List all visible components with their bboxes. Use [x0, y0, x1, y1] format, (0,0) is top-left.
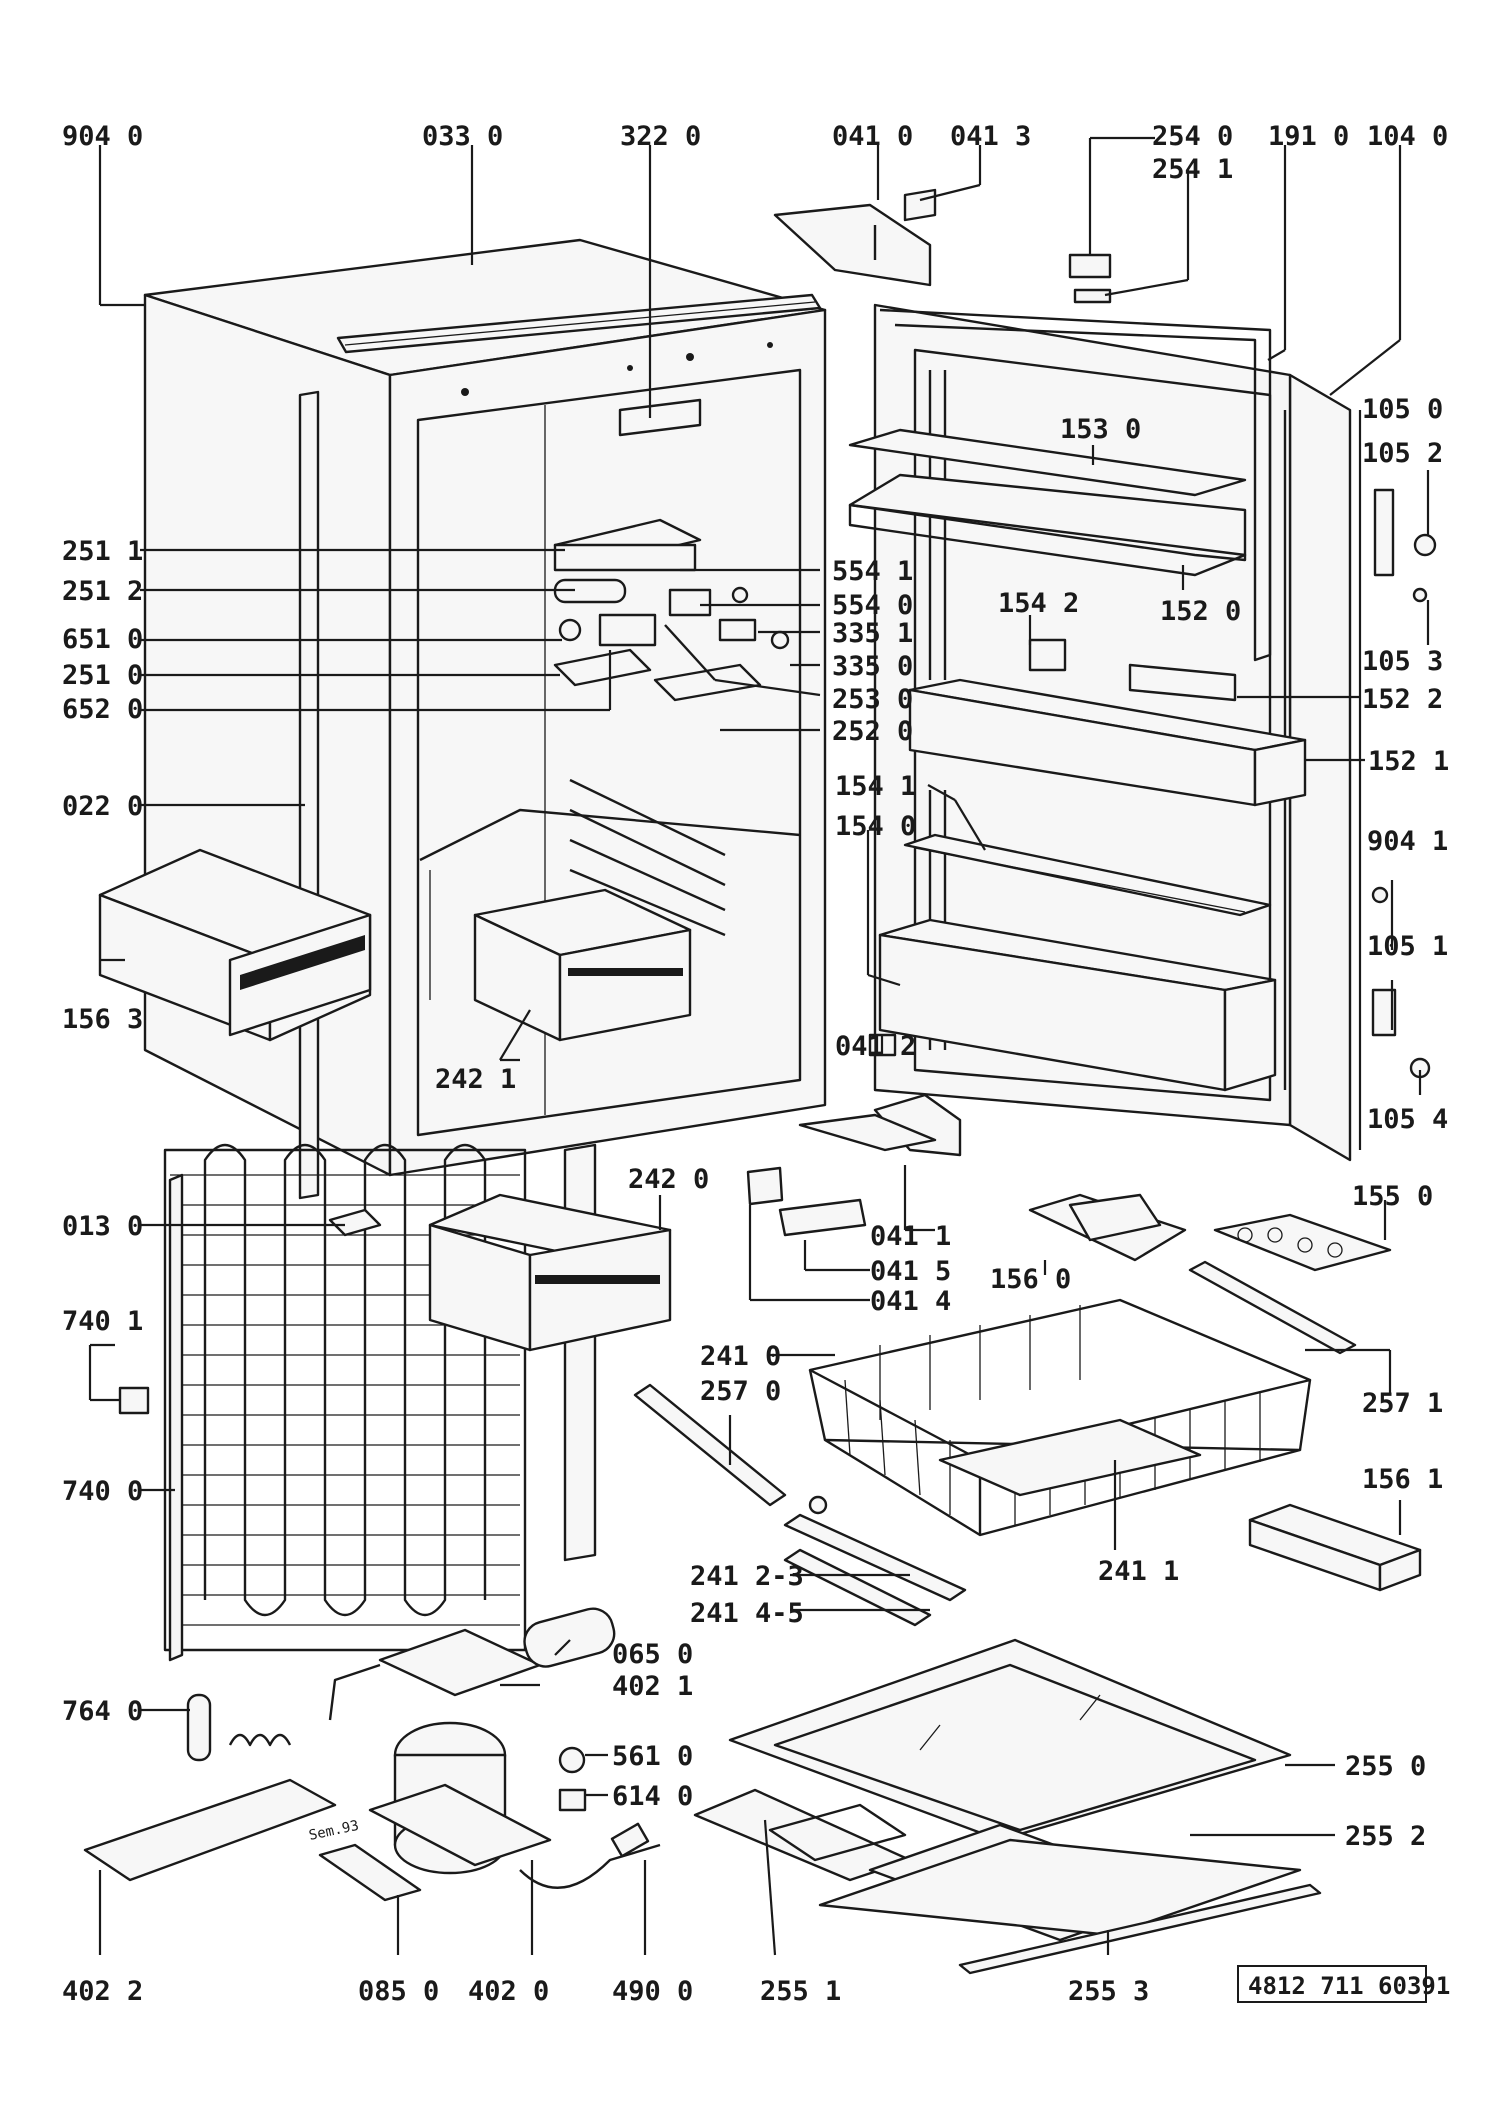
- callout-154-1: 154 1: [835, 771, 916, 802]
- callout-152-1: 152 1: [1368, 746, 1449, 777]
- callout-154-2: 154 2: [998, 588, 1079, 619]
- callout-241-1: 241 1: [1098, 1556, 1179, 1587]
- callout-152-2: 152 2: [1362, 684, 1443, 715]
- callout-257-0: 257 0: [700, 1376, 781, 1407]
- callout-105-2: 105 2: [1362, 438, 1443, 469]
- callout-155-0: 155 0: [1352, 1181, 1433, 1212]
- callout-065-0: 065 0: [612, 1639, 693, 1670]
- cabinet-body: [143, 238, 827, 1200]
- callout-041-3: 041 3: [950, 121, 1031, 152]
- compressor-assembly: Sem.93: [83, 1607, 661, 1902]
- callout-242-0: 242 0: [628, 1164, 709, 1195]
- callout-252-0: 252 0: [832, 716, 913, 747]
- callout-156-3: 156 3: [62, 1004, 143, 1035]
- callout-152-0: 152 0: [1160, 596, 1241, 627]
- callout-561-0: 561 0: [612, 1741, 693, 1772]
- callout-554-1: 554 1: [832, 556, 913, 587]
- callout-764-0: 764 0: [62, 1696, 143, 1727]
- callout-335-1: 335 1: [832, 618, 913, 649]
- crisper-drawer: [428, 1193, 672, 1352]
- callout-041-5: 041 5: [870, 1256, 951, 1287]
- callout-041-0: 041 0: [832, 121, 913, 152]
- callout-904-0: 904 0: [62, 121, 143, 152]
- callout-251-1: 251 1: [62, 536, 143, 567]
- callout-402-1: 402 1: [612, 1671, 693, 1702]
- leader-lines: [88, 136, 1430, 1956]
- callout-255-1: 255 1: [760, 1976, 841, 2007]
- hinge-top: [773, 188, 937, 287]
- callout-labels: 904 0 033 0 322 0 041 0 041 3 254 0 254 …: [62, 121, 1449, 2007]
- document-reference-box: [1237, 1965, 1427, 2003]
- callout-402-2: 402 2: [62, 1976, 143, 2007]
- callout-255-3: 255 3: [1068, 1976, 1149, 2007]
- wire-basket: [808, 1298, 1312, 1537]
- crisper-inner: [473, 888, 692, 1042]
- callout-255-2: 255 2: [1345, 1821, 1426, 1852]
- callout-033-0: 033 0: [422, 121, 503, 152]
- callout-153-0: 153 0: [1060, 414, 1141, 445]
- callout-105-3: 105 3: [1362, 646, 1443, 677]
- clip-part: [118, 1386, 150, 1415]
- callout-255-0: 255 0: [1345, 1751, 1426, 1782]
- callout-105-0: 105 0: [1362, 394, 1443, 425]
- callout-241-0: 241 0: [700, 1341, 781, 1372]
- refrigerator-door: [848, 253, 1352, 1162]
- callout-041-4: 041 4: [870, 1286, 951, 1317]
- callout-104-0: 104 0: [1367, 121, 1448, 152]
- callout-257-1: 257 1: [1362, 1388, 1443, 1419]
- callout-253-0: 253 0: [832, 684, 913, 715]
- callout-041-2: 041 2: [835, 1031, 916, 1062]
- slide-rails: [633, 1383, 967, 1627]
- callout-322-0: 322 0: [620, 121, 701, 152]
- glass-shelves: [693, 1638, 1322, 1975]
- callout-085-0: 085 0: [358, 1976, 439, 2007]
- callout-554-0: 554 0: [832, 590, 913, 621]
- parts-drawing: Sem.93: [83, 188, 1437, 1975]
- callout-154-0: 154 0: [835, 811, 916, 842]
- callout-041-1: 041 1: [870, 1221, 951, 1252]
- callout-614-0: 614 0: [612, 1781, 693, 1812]
- butter-dish: [1248, 1503, 1422, 1592]
- freezer-compartment: [98, 848, 372, 1042]
- callout-191-0: 191 0: [1268, 121, 1349, 152]
- callout-402-0: 402 0: [468, 1976, 549, 2007]
- callout-241-2-3: 241 2-3: [690, 1561, 804, 1592]
- thermostat-assembly: [553, 398, 790, 702]
- document-number: 4812 711 60391: [1248, 1972, 1450, 2000]
- callout-156-1: 156 1: [1362, 1464, 1443, 1495]
- callout-022-0: 022 0: [62, 791, 143, 822]
- date-mark: Sem.93: [308, 1818, 361, 1844]
- callout-652-0: 652 0: [62, 694, 143, 725]
- document-reference: 4812 711 60391: [1237, 1965, 1450, 2003]
- callout-740-1: 740 1: [62, 1306, 143, 1337]
- callout-241-4-5: 241 4-5: [690, 1598, 804, 1629]
- callout-105-4: 105 4: [1367, 1104, 1448, 1135]
- callout-740-0: 740 0: [62, 1476, 143, 1507]
- callout-013-0: 013 0: [62, 1211, 143, 1242]
- callout-490-0: 490 0: [612, 1976, 693, 2007]
- callout-156-0: 156 0: [990, 1264, 1071, 1295]
- callout-254-1: 254 1: [1152, 154, 1233, 185]
- door-hardware-parts: [1371, 488, 1437, 1079]
- hinge-bottom: [746, 1033, 962, 1237]
- callout-251-0: 251 0: [62, 660, 143, 691]
- callout-105-1: 105 1: [1367, 931, 1448, 962]
- callout-251-2: 251 2: [62, 576, 143, 607]
- callout-335-0: 335 0: [832, 651, 913, 682]
- accessories: [1028, 1193, 1392, 1355]
- callout-651-0: 651 0: [62, 624, 143, 655]
- callout-904-1: 904 1: [1367, 826, 1448, 857]
- callout-242-1: 242 1: [435, 1064, 516, 1095]
- callout-254-0: 254 0: [1152, 121, 1233, 152]
